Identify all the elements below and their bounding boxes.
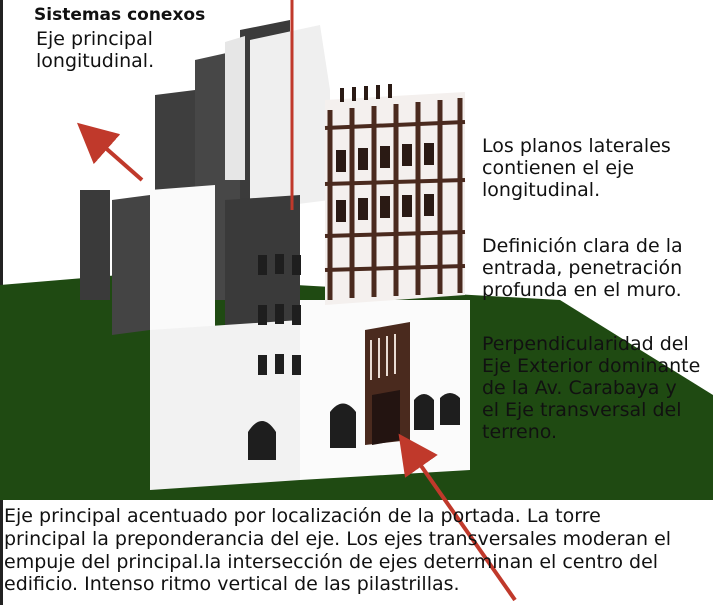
note-line: profunda en el muro.	[482, 279, 682, 302]
caption: Eje principal acentuado por localización…	[4, 505, 671, 596]
left-wing-light	[150, 185, 215, 330]
note-entrance: Definición clara de la entrada, penetrac…	[482, 235, 683, 301]
note-line: contienen el eje	[482, 157, 635, 180]
left-wing-dark	[112, 195, 150, 335]
caption-line: empuje del principal.la intersección de …	[4, 550, 659, 573]
note-line: Definición clara de la	[482, 235, 683, 257]
arrow-longitudinal-axis	[76, 122, 144, 182]
main-body-side	[150, 320, 300, 490]
arrow-portada-axis	[398, 433, 517, 602]
note-lateral-planes: Los planos laterales contienen el eje lo…	[482, 135, 671, 201]
note-line: longitudinal.	[482, 179, 601, 202]
tower-grid-windows	[336, 143, 434, 222]
note-perpendicularity: Perpendicularidad del Eje Exterior domin…	[482, 333, 700, 443]
back-block-left	[80, 190, 110, 300]
side-windows	[258, 254, 301, 375]
side-arches	[248, 393, 460, 460]
back-light-face	[225, 36, 245, 180]
caption-line: Eje principal acentuado por localización…	[4, 505, 601, 527]
note-line: de la Av. Carabaya y	[482, 377, 677, 400]
portada-door	[372, 390, 400, 445]
note-line: Los planos laterales	[482, 135, 671, 157]
tower-grid-bands	[324, 120, 466, 272]
axis-label-line: Eje principal	[36, 28, 153, 50]
axis-label: Eje principal longitudinal.	[36, 28, 154, 72]
note-line: Eje Exterior dominante	[482, 355, 701, 378]
note-line: el Eje transversal del	[482, 399, 682, 422]
note-line: entrada, penetración	[482, 257, 683, 280]
diagram-title: Sistemas conexos	[34, 5, 206, 25]
crown-balustrade	[340, 84, 392, 102]
note-line: Perpendicularidad del	[482, 333, 689, 355]
upper-light-mass	[250, 25, 330, 210]
caption-line: principal la preponderancia del eje. Los…	[4, 527, 672, 550]
note-line: terreno.	[482, 421, 558, 444]
portada-pilasters	[370, 334, 396, 380]
caption-line: edificio. Intenso ritmo vertical de las …	[4, 573, 460, 596]
axis-label-line: longitudinal.	[36, 50, 155, 73]
